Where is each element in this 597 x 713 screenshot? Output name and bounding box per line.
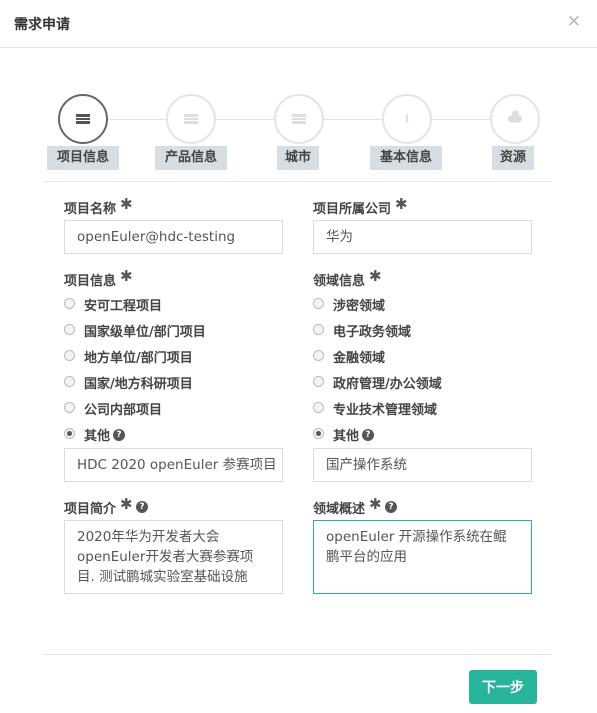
radio-button[interactable] (313, 376, 324, 387)
radio-button[interactable] (64, 376, 75, 387)
radio-button[interactable] (313, 350, 324, 361)
database-icon (76, 114, 90, 124)
step-connector (431, 119, 491, 120)
radio-button[interactable] (64, 298, 75, 309)
required-mark: ✱ (120, 195, 133, 213)
step-label-resources[interactable]: 资源 (492, 146, 534, 170)
next-step-button[interactable]: 下一步 (469, 670, 537, 704)
radio-button[interactable] (313, 402, 324, 413)
step-connector (215, 119, 275, 120)
domain-info-other-input[interactable]: 国产操作系统 (313, 448, 532, 482)
radio-button[interactable] (64, 350, 75, 361)
help-icon[interactable]: ? (136, 501, 148, 513)
company-input[interactable]: 华为 (313, 220, 532, 254)
database-icon (184, 114, 198, 124)
project-info-label: 项目信息 (64, 274, 117, 289)
step-label-product-info[interactable]: 产品信息 (155, 146, 227, 170)
domain-summary-label: 领域概述 (313, 502, 366, 517)
modal-title: 需求申请 (14, 17, 70, 33)
help-icon[interactable]: ? (362, 429, 374, 441)
project-name-input[interactable]: openEuler@hdc-testing (64, 220, 283, 254)
step-3-circle[interactable] (274, 94, 324, 144)
help-icon[interactable]: ? (113, 429, 125, 441)
radio-button-checked[interactable] (313, 428, 324, 439)
radio-button[interactable] (64, 324, 75, 335)
stepper-divider (44, 181, 552, 182)
radio-button[interactable] (313, 298, 324, 309)
project-info-other-input[interactable]: HDC 2020 openEuler 参赛项目 (64, 448, 283, 482)
modal-header: 需求申请 × (0, 0, 597, 48)
step-2-circle[interactable] (166, 94, 216, 144)
close-icon[interactable]: × (566, 11, 581, 31)
stepper: i 项目信息 产品信息 城市 基本信息 资源 (0, 92, 597, 176)
required-mark: ✱ (395, 195, 408, 213)
footer-divider (44, 654, 552, 655)
company-label: 项目所属公司 (313, 202, 392, 217)
cloud-icon (508, 110, 522, 123)
project-summary-label: 项目简介 (64, 502, 117, 517)
domain-info-label: 领域信息 (313, 274, 366, 289)
radio-button[interactable] (64, 402, 75, 413)
project-name-label: 项目名称 (64, 202, 117, 217)
step-connector (107, 119, 167, 120)
step-5-circle[interactable] (490, 94, 540, 144)
info-icon: i (404, 112, 410, 126)
step-label-basic-info[interactable]: 基本信息 (370, 146, 442, 170)
step-1-circle[interactable] (58, 94, 108, 144)
step-label-city[interactable]: 城市 (277, 146, 319, 170)
required-mark: ✱ (369, 495, 382, 513)
radio-button[interactable] (313, 324, 324, 335)
radio-button-checked[interactable] (64, 428, 75, 439)
database-icon (292, 114, 306, 124)
step-label-project-info[interactable]: 项目信息 (47, 146, 119, 170)
required-mark: ✱ (120, 495, 133, 513)
project-summary-textarea[interactable]: 2020年华为开发者大会openEuler开发者大赛参赛项目. 测试鹏城实验室基… (64, 520, 283, 594)
help-icon[interactable]: ? (385, 501, 397, 513)
required-mark: ✱ (120, 267, 133, 285)
domain-summary-textarea[interactable]: openEuler 开源操作系统在鲲鹏平台的应用 (313, 520, 532, 594)
step-connector (323, 119, 383, 120)
required-mark: ✱ (369, 267, 382, 285)
step-4-circle[interactable]: i (382, 94, 432, 144)
